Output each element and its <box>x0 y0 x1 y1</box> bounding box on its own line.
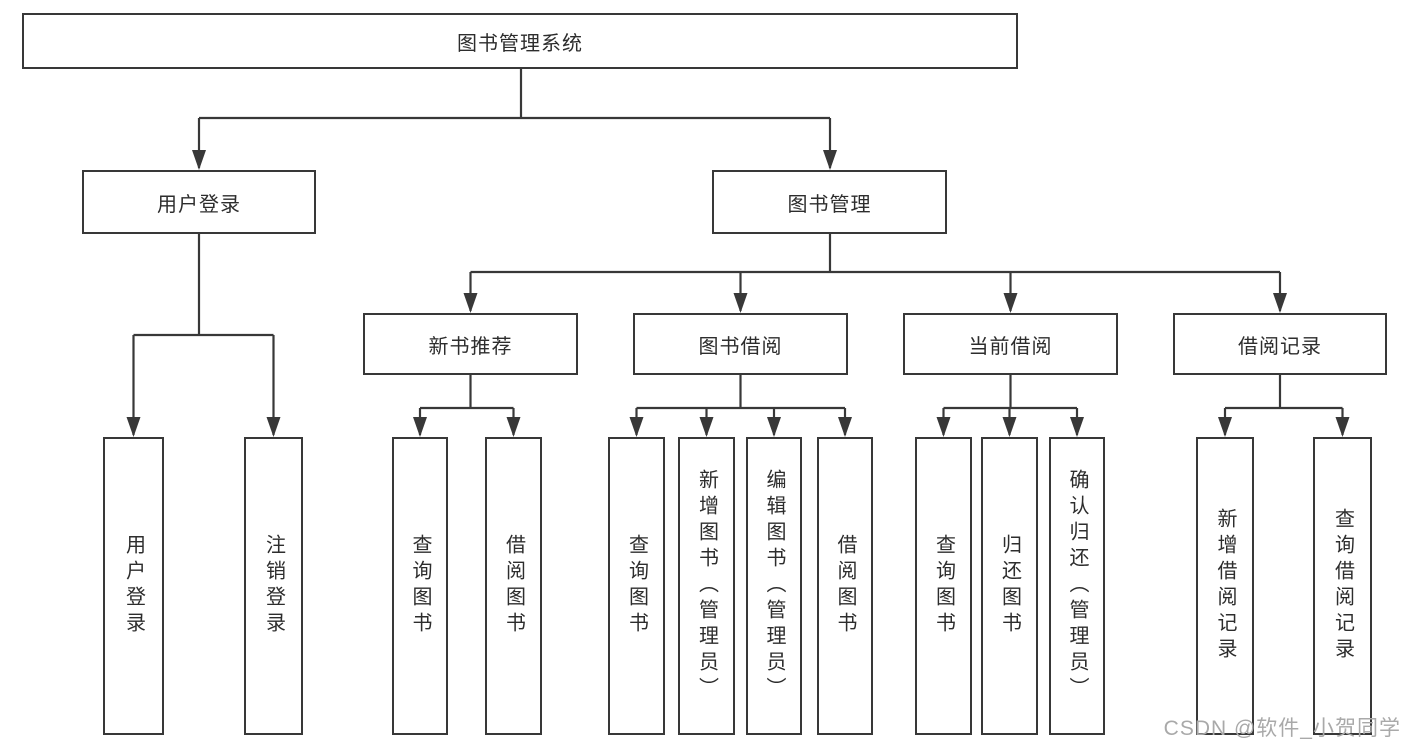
leaf-label: 查询图书 <box>409 534 431 638</box>
node-label: 新书推荐 <box>428 335 513 358</box>
watermark-text: CSDN @软件_小贺同学 <box>1163 717 1401 740</box>
leaf-query-books-borrow: 查询图书 <box>608 437 665 735</box>
leaf-user-login: 用户登录 <box>103 437 164 735</box>
leaf-borrow-books-recommend: 借阅图书 <box>485 437 542 735</box>
leaf-label: 用户登录 <box>122 534 145 638</box>
leaf-add-books-admin: 新增图书（管理员） <box>678 437 735 735</box>
leaf-label: 借阅图书 <box>834 534 856 638</box>
node-new-book-recommend: 新书推荐 <box>363 313 578 375</box>
node-label: 借阅记录 <box>1238 335 1322 358</box>
node-label: 当前借阅 <box>968 335 1053 358</box>
leaf-label: 新增图书（管理员） <box>695 469 718 703</box>
node-label: 图书管理系统 <box>457 32 583 55</box>
node-book-management: 图书管理 <box>712 170 947 234</box>
leaf-label: 归还图书 <box>998 534 1021 638</box>
leaf-label: 注销登录 <box>262 534 285 638</box>
leaf-query-books-current: 查询图书 <box>915 437 972 735</box>
node-label: 用户登录 <box>157 193 241 216</box>
leaf-label: 查询借阅记录 <box>1331 508 1354 664</box>
leaf-logout-login: 注销登录 <box>244 437 303 735</box>
leaf-add-borrow-record: 新增借阅记录 <box>1196 437 1254 735</box>
leaf-label: 编辑图书（管理员） <box>763 469 785 703</box>
leaf-label: 新增借阅记录 <box>1214 508 1236 664</box>
leaf-query-borrow-record: 查询借阅记录 <box>1313 437 1372 735</box>
node-book-borrow: 图书借阅 <box>633 313 848 375</box>
node-borrow-records: 借阅记录 <box>1173 313 1387 375</box>
node-library-management-system: 图书管理系统 <box>22 13 1018 69</box>
leaf-edit-books-admin: 编辑图书（管理员） <box>746 437 802 735</box>
leaf-label: 查询图书 <box>625 534 648 638</box>
leaf-label: 借阅图书 <box>502 534 525 638</box>
leaf-borrow-books: 借阅图书 <box>817 437 873 735</box>
node-label: 图书借阅 <box>698 335 783 358</box>
leaf-query-books-recommend: 查询图书 <box>392 437 448 735</box>
node-label: 图书管理 <box>787 193 872 216</box>
node-user-login: 用户登录 <box>82 170 316 234</box>
leaf-label: 查询图书 <box>932 534 955 638</box>
leaf-return-books: 归还图书 <box>981 437 1038 735</box>
node-current-borrow: 当前借阅 <box>903 313 1118 375</box>
leaf-label: 确认归还（管理员） <box>1066 469 1088 703</box>
leaf-confirm-return-admin: 确认归还（管理员） <box>1049 437 1105 735</box>
